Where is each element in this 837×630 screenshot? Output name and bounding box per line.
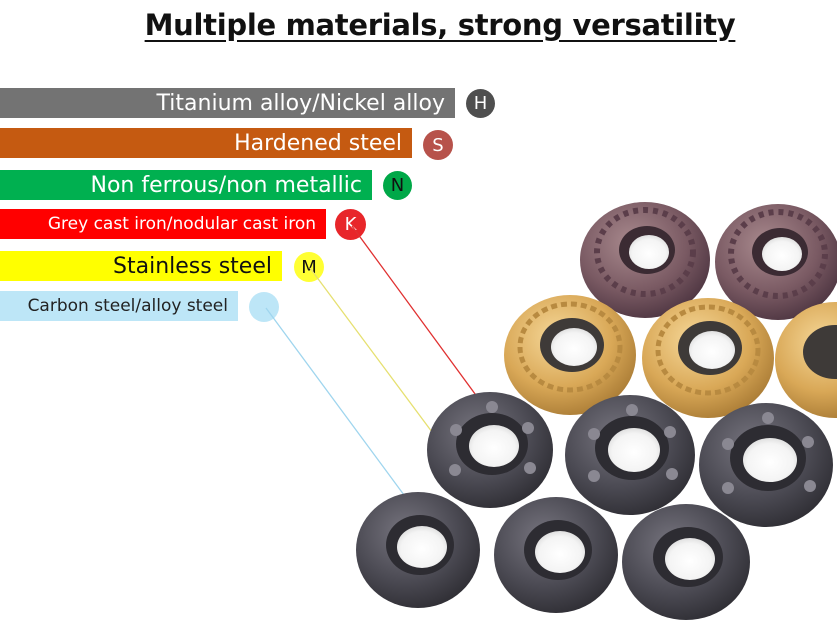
insert-purple	[580, 202, 710, 318]
badge-s: S	[423, 130, 453, 160]
insert-gold	[504, 295, 636, 415]
insert-dark-plain	[494, 497, 618, 613]
badge-k: K	[335, 209, 366, 240]
material-bar-nonferrous: Non ferrous/non metallic	[0, 170, 372, 200]
page-title: Multiple materials, strong versatility	[144, 8, 736, 42]
insert-dark-plain	[356, 492, 480, 608]
material-label: Hardened steel	[234, 130, 402, 156]
material-bar-titanium: Titanium alloy/Nickel alloy	[0, 88, 455, 118]
material-bar-castiron: Grey cast iron/nodular cast iron	[0, 209, 326, 239]
insert-dark-plain	[622, 504, 750, 620]
material-label: Grey cast iron/nodular cast iron	[47, 214, 316, 234]
leader-line-m	[309, 267, 433, 433]
insert-gold	[775, 302, 837, 418]
leader-line-p	[265, 307, 405, 496]
insert-gold	[642, 298, 774, 418]
material-bar-carbon: Carbon steel/alloy steel	[0, 291, 238, 321]
material-bar-hardened: Hardened steel	[0, 128, 412, 158]
badge-p	[249, 292, 279, 322]
badge-h: H	[466, 89, 495, 118]
insert-dark-bumped	[699, 403, 833, 527]
leader-line-k	[351, 225, 479, 399]
insert-dark-bumped	[427, 392, 553, 508]
material-label: Non ferrous/non metallic	[90, 172, 362, 198]
material-label: Stainless steel	[113, 253, 272, 279]
insert-dark-bumped	[565, 395, 695, 515]
material-label: Titanium alloy/Nickel alloy	[156, 90, 445, 116]
material-bar-stainless: Stainless steel	[0, 251, 282, 281]
insert-purple	[715, 204, 837, 320]
material-label: Carbon steel/alloy steel	[27, 296, 228, 316]
badge-n: N	[383, 171, 412, 200]
